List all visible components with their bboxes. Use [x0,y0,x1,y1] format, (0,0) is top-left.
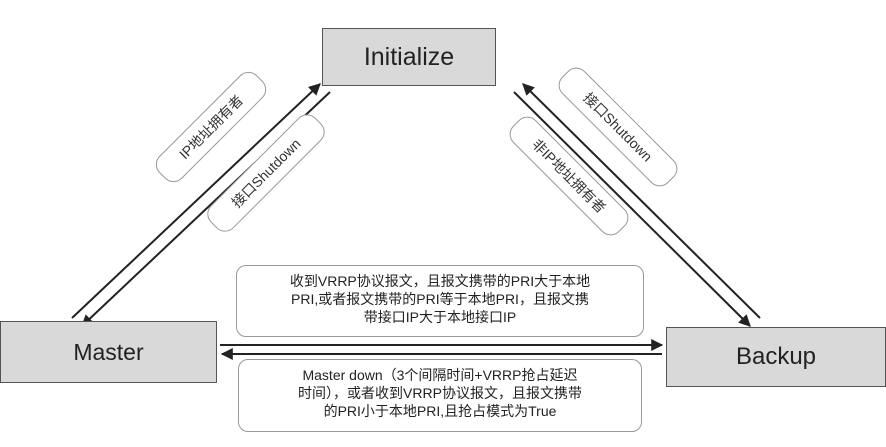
condition-line: 时间），或者收到VRRP协议报文，且报文携带 [298,385,582,401]
state-backup-label: Backup [735,343,817,370]
condition-line: 带接口IP大于本地接口IP [363,309,517,325]
arrow-backup-to-initialize [522,83,761,319]
condition-backup-to-master: 收到VRRP协议报文，且报文携带的PRI大于本地 PRI,或者报文携带的PRI等… [236,265,644,337]
condition-line: 收到VRRP协议报文，且报文携带的PRI大于本地 [289,273,591,289]
state-master: Master [0,321,217,383]
state-initialize-label: Initialize [363,42,455,71]
state-backup: Backup [666,327,886,387]
arrow-initialize-to-backup [513,91,751,327]
state-initialize: Initialize [322,28,496,86]
condition-line: Master down（3个间隔时间+VRRP抢占延迟 [302,367,578,383]
condition-line: PRI,或者报文携带的PRI等于本地PRI，且报文携 [291,291,589,307]
state-master-label: Master [73,338,144,365]
condition-master-to-backup: Master down（3个间隔时间+VRRP抢占延迟 时间），或者收到VRRP… [238,359,642,432]
condition-line: 的PRI小于本地PRI,且抢占模式为True [323,403,557,419]
arrow-master-to-initialize [71,83,321,319]
